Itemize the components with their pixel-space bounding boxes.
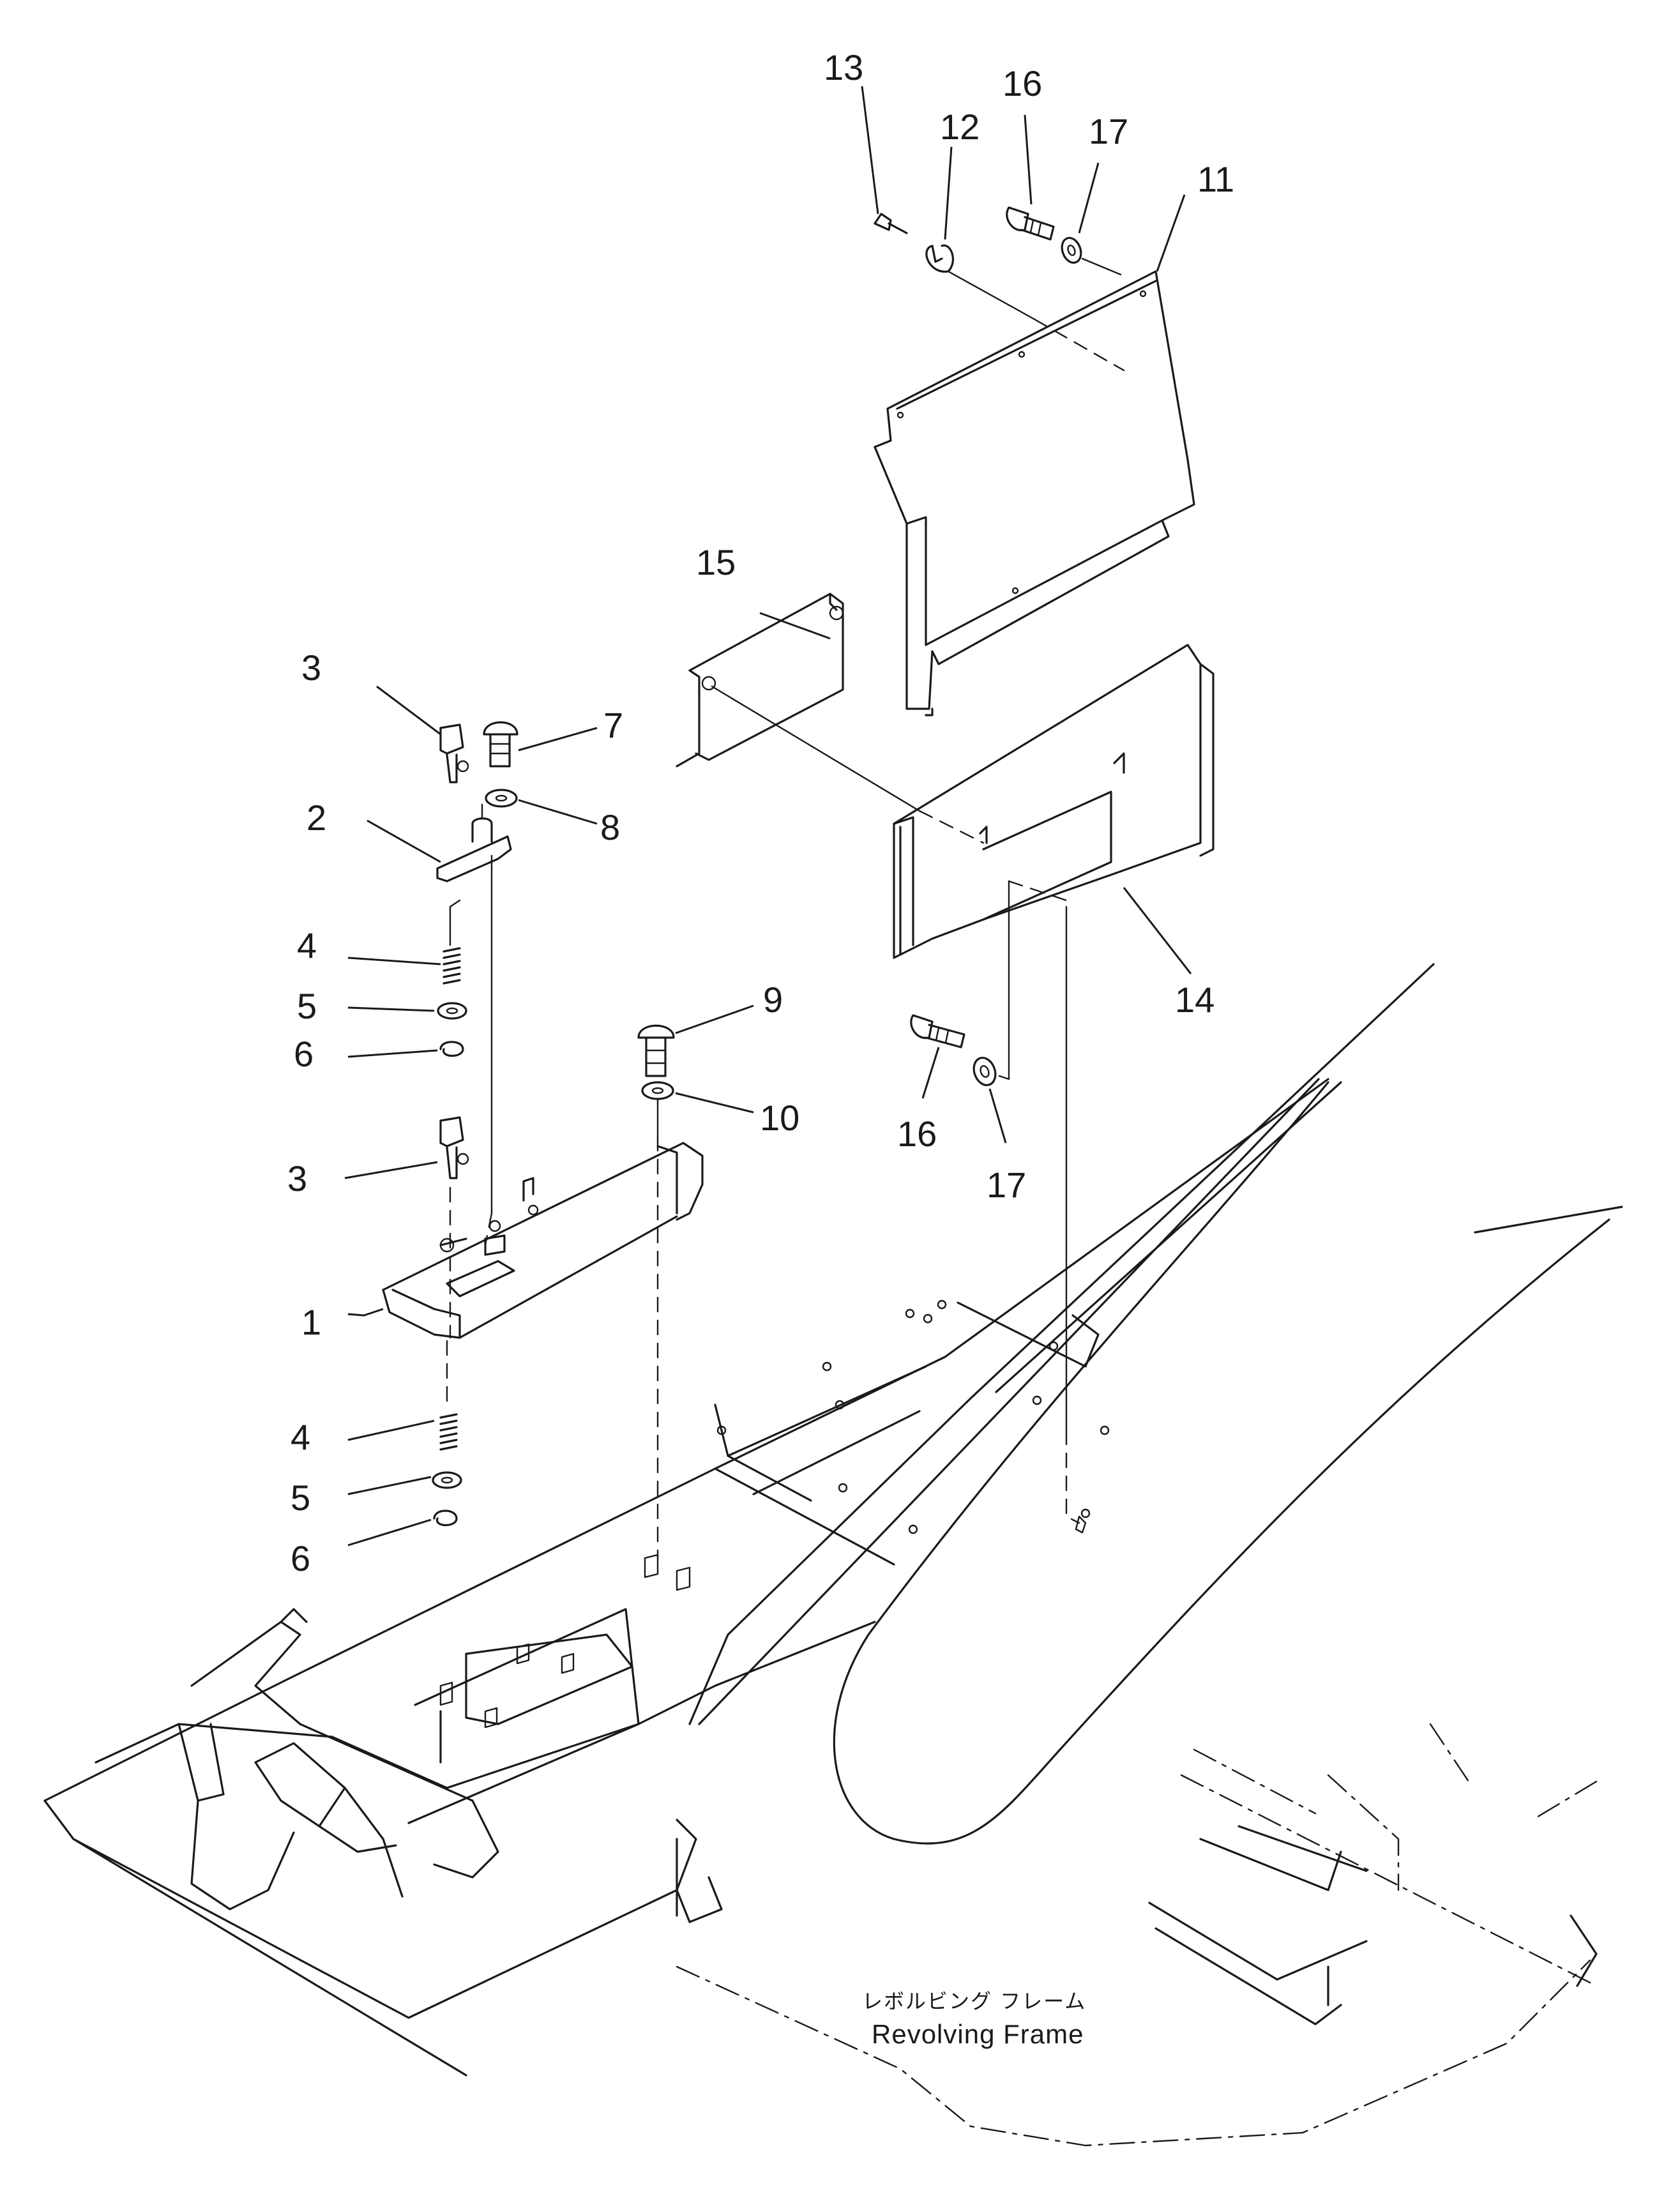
- callout-labels: 1 2 3 3 4 4 5 5 6 6 7 8 9 10 11 12 13 14…: [287, 47, 1234, 1578]
- part-8-washer: [485, 789, 518, 808]
- callout-13: 13: [824, 47, 863, 87]
- callout-5: 5: [297, 986, 317, 1026]
- part-15-plate: [676, 593, 844, 768]
- revolving-frame: [43, 963, 1623, 2147]
- part-4-spring-upper: [443, 947, 461, 985]
- caption-japanese: レボルビング フレーム: [862, 1989, 1086, 2013]
- callout-4: 4: [297, 925, 317, 965]
- part-10-washer: [641, 1081, 674, 1100]
- part-1-bracket: [382, 1142, 704, 1339]
- leader-lines: [344, 86, 1192, 1547]
- part-16-bolt-lower: [910, 1014, 965, 1048]
- part-5-washer-lower: [432, 1471, 462, 1489]
- assembly-lines: [446, 257, 1125, 1559]
- callout-14: 14: [1175, 980, 1215, 1020]
- part-13-clip: [874, 213, 908, 234]
- part-6-ring-lower: [433, 1510, 458, 1527]
- part-11-cover: [874, 270, 1195, 716]
- callout-12: 12: [940, 107, 980, 147]
- part-16-bolt-upper: [1006, 206, 1055, 241]
- part-9-bolt: [637, 1024, 675, 1077]
- callout-6: 6: [291, 1538, 310, 1578]
- part-14-cover: [893, 644, 1215, 959]
- part-12-hook: [925, 244, 955, 273]
- callout-3: 3: [287, 1158, 307, 1199]
- part-3-latch-upper: [439, 723, 469, 783]
- caption-english: Revolving Frame: [872, 2019, 1084, 2049]
- part-5-washer-upper: [437, 1002, 467, 1020]
- callout-16: 16: [897, 1114, 937, 1154]
- frame-caption: レボルビング フレーム Revolving Frame: [862, 1989, 1086, 2049]
- callout-5: 5: [291, 1478, 310, 1518]
- part-2-plate: [436, 803, 512, 882]
- callout-3: 3: [301, 647, 321, 688]
- callout-15: 15: [696, 542, 736, 582]
- part-7-bolt: [483, 721, 518, 768]
- callout-11: 11: [1197, 159, 1234, 199]
- callout-17: 17: [1089, 111, 1128, 151]
- callout-1: 1: [301, 1302, 321, 1342]
- callout-7: 7: [603, 705, 623, 745]
- callout-10: 10: [760, 1098, 799, 1138]
- callout-2: 2: [306, 798, 326, 838]
- part-4-spring-lower: [439, 1413, 458, 1451]
- callout-8: 8: [600, 807, 620, 847]
- callout-4: 4: [291, 1417, 310, 1457]
- part-17-washer-upper: [1061, 237, 1082, 264]
- callout-16: 16: [1003, 63, 1042, 103]
- callout-9: 9: [763, 980, 783, 1020]
- part-6-ring-upper: [439, 1041, 464, 1057]
- part-3-latch-lower: [439, 1116, 469, 1246]
- part-17-washer-lower: [972, 1057, 997, 1086]
- callout-17: 17: [987, 1165, 1026, 1205]
- callout-6: 6: [294, 1034, 314, 1074]
